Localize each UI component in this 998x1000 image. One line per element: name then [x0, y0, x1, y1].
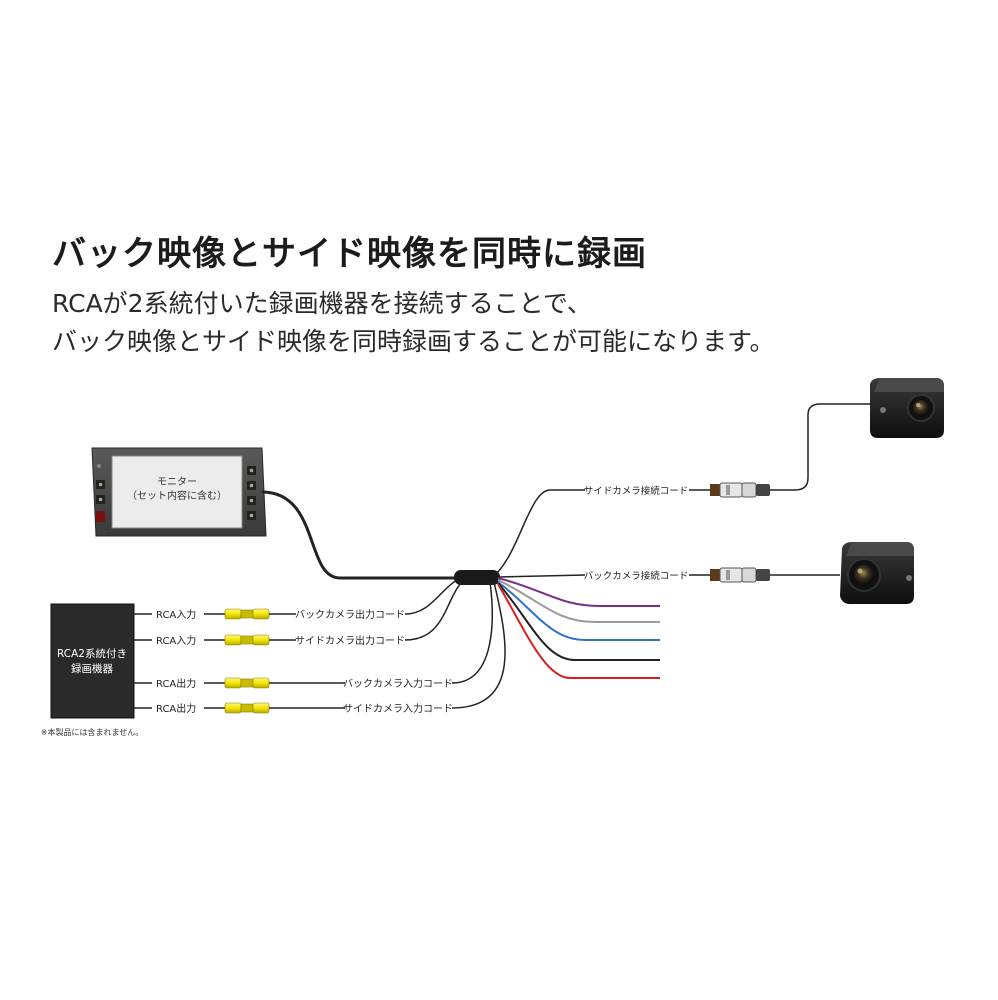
description-line-2: バック映像とサイド映像を同時録画することが可能になります。	[52, 327, 775, 356]
rca-connector-pair	[224, 608, 270, 620]
cable-label: サイドカメラ入力コード	[343, 702, 453, 715]
back-camera-cable: バックカメラ接続コード	[497, 567, 840, 583]
rca-connector-pair	[224, 677, 270, 689]
side-camera-connector	[710, 482, 770, 498]
recorder-port-row-2: RCA入力 サイドカメラ出力コード	[134, 634, 405, 647]
back-camera	[840, 542, 914, 604]
recorder-cables	[404, 579, 506, 709]
recorder-note: ※本製品には含まれません。	[41, 727, 143, 737]
recorder-port-row-1: RCA入力 バックカメラ出力コード	[134, 608, 405, 621]
port-label: RCA入力	[156, 608, 196, 621]
description-line-1: RCAが2系統付いた録画機器を接続することで、	[52, 289, 592, 318]
rca-connector-pair	[224, 634, 270, 646]
monitor: モニター （セット内容に含む）	[91, 447, 267, 537]
cable-junction	[454, 570, 500, 585]
monitor-label: モニター	[157, 476, 197, 488]
page-heading: バック映像とサイド映像を同時に録画	[52, 234, 647, 274]
port-label: RCA出力	[156, 677, 196, 690]
recorder: RCA2系統付き 録画機器 ※本製品には含まれません。	[41, 603, 143, 737]
power-wires	[497, 577, 660, 679]
recorder-port-row-4: RCA出力 サイドカメラ入力コード	[134, 702, 453, 715]
rca-connector-pair	[224, 702, 270, 714]
side-camera	[870, 378, 944, 438]
port-label: RCA入力	[156, 634, 196, 647]
recorder-label: RCA2系統付き	[57, 647, 127, 660]
cable-label: バックカメラ入力コード	[343, 677, 453, 690]
cable-label: バックカメラ出力コード	[295, 608, 405, 621]
recorder-sublabel: 録画機器	[71, 662, 113, 675]
recorder-port-row-3: RCA出力 バックカメラ入力コード	[134, 677, 453, 690]
back-camera-connector	[710, 567, 770, 583]
back-camera-cable-label: バックカメラ接続コード	[584, 570, 689, 582]
side-camera-cable-label: サイドカメラ接続コード	[584, 485, 689, 497]
monitor-sublabel: （セット内容に含む）	[127, 489, 227, 502]
side-camera-cable: サイドカメラ接続コード	[495, 403, 870, 575]
port-label: RCA出力	[156, 702, 196, 715]
cable-label: サイドカメラ出力コード	[295, 634, 405, 647]
